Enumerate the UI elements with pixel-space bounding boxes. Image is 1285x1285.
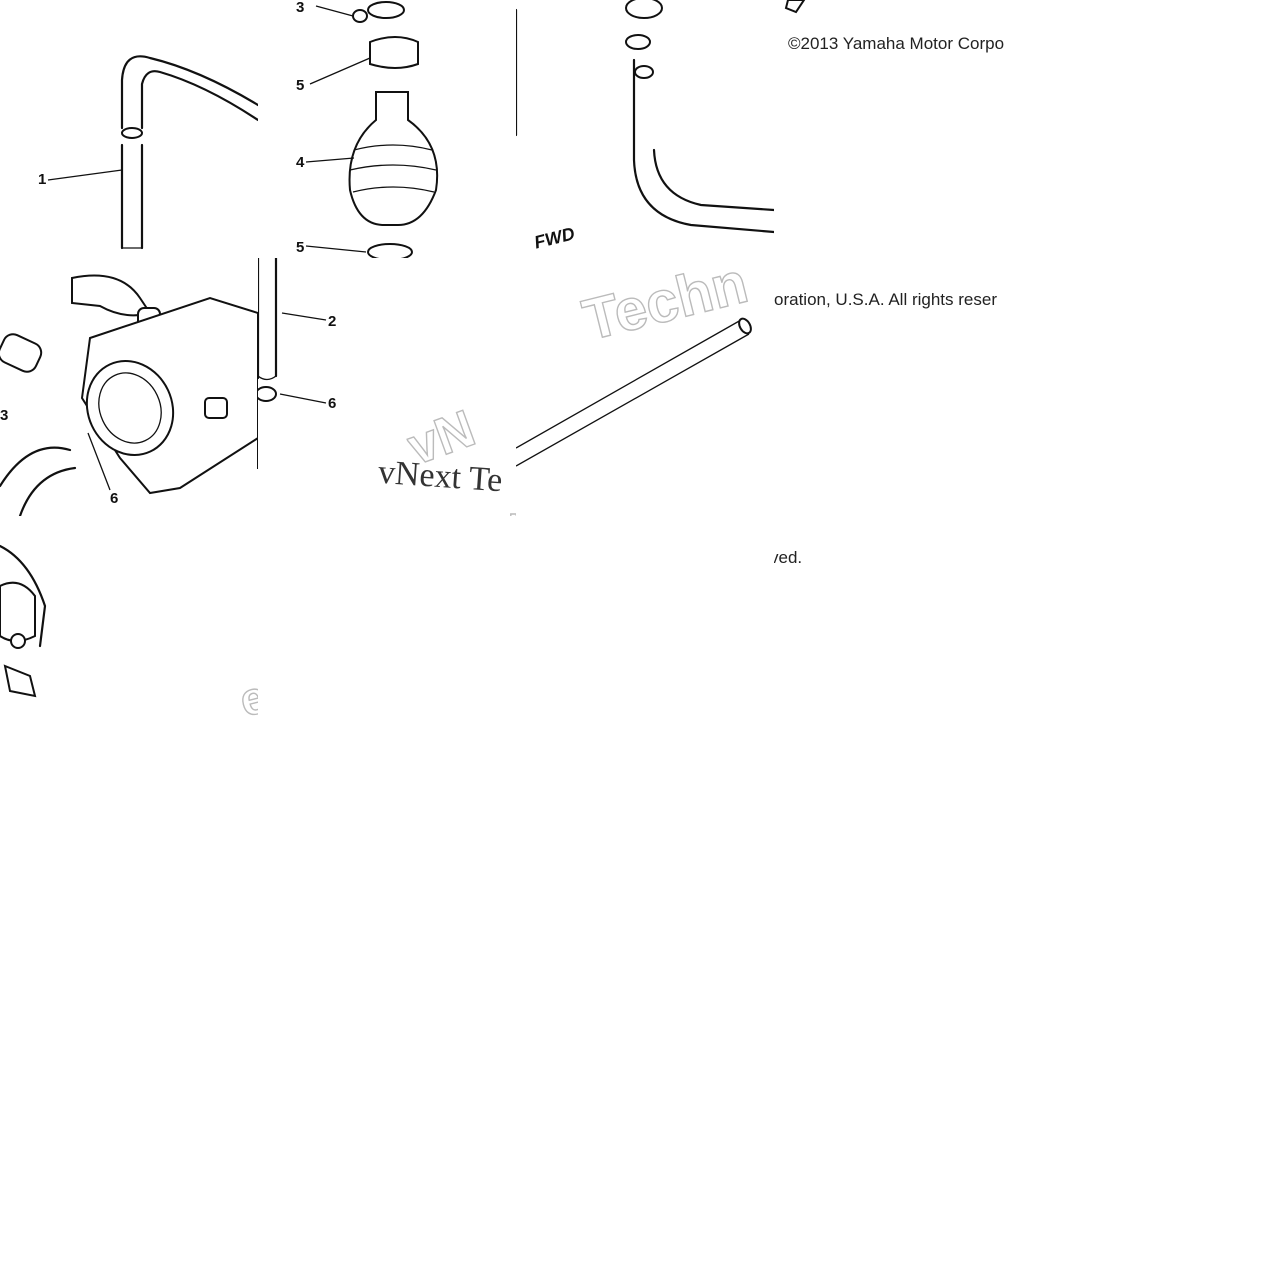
part-label-2: 2: [328, 313, 337, 330]
diagram-tile-hose-curve: FWD: [516, 0, 774, 258]
hose-long-drawing: [516, 317, 752, 467]
diagram-tile-hose-top: 1: [0, 0, 258, 258]
part-label-1: 1: [38, 171, 47, 188]
copyright-text-line2: oration, U.S.A. All rights reser: [774, 290, 997, 309]
part-label-4: 4: [296, 154, 305, 171]
bracket-fragment: [784, 0, 806, 14]
part-label-5: 5: [296, 77, 305, 94]
diagram-tile-hose-long: Techn: [516, 258, 774, 516]
part-label-3b: 3: [0, 407, 9, 424]
diagram-tile-hose-vertical: 2 6 vN vNext Te lor: [258, 258, 516, 516]
part-label-6a: 6: [110, 490, 119, 507]
diagram-tile-copyright-middle: oration, U.S.A. All rights reser: [774, 258, 1032, 516]
lower-fragment-drawing: [0, 544, 47, 698]
primer-bulb-drawing: [305, 1, 439, 258]
hose-vertical-drawing: [258, 258, 327, 404]
hose-curve-drawing: [516, 0, 774, 234]
diagram-tile-carburetor: 3 6: [0, 258, 258, 516]
diagram-tile-copyright-bottom: ved.: [774, 516, 1032, 774]
watermark-outline-4: lor: [508, 508, 516, 516]
hose-top-drawing: [47, 55, 258, 250]
copyright-text-line3: ved.: [774, 548, 803, 567]
part-label-5b: 5: [296, 239, 305, 256]
part-label-6b: 6: [328, 395, 337, 412]
carburetor-drawing: [0, 274, 258, 516]
part-label-3: 3: [296, 0, 305, 16]
copyright-text-line1: ©2013 Yamaha Motor Corpo: [788, 34, 1005, 53]
diagram-tile-lower-fragment: ex chn: [0, 516, 258, 774]
diagram-tile-copyright-top: ©2013 Yamaha Motor Corpo: [774, 0, 1032, 258]
diagram-tile-primer-bulb: 3 5 4 5: [258, 0, 516, 258]
